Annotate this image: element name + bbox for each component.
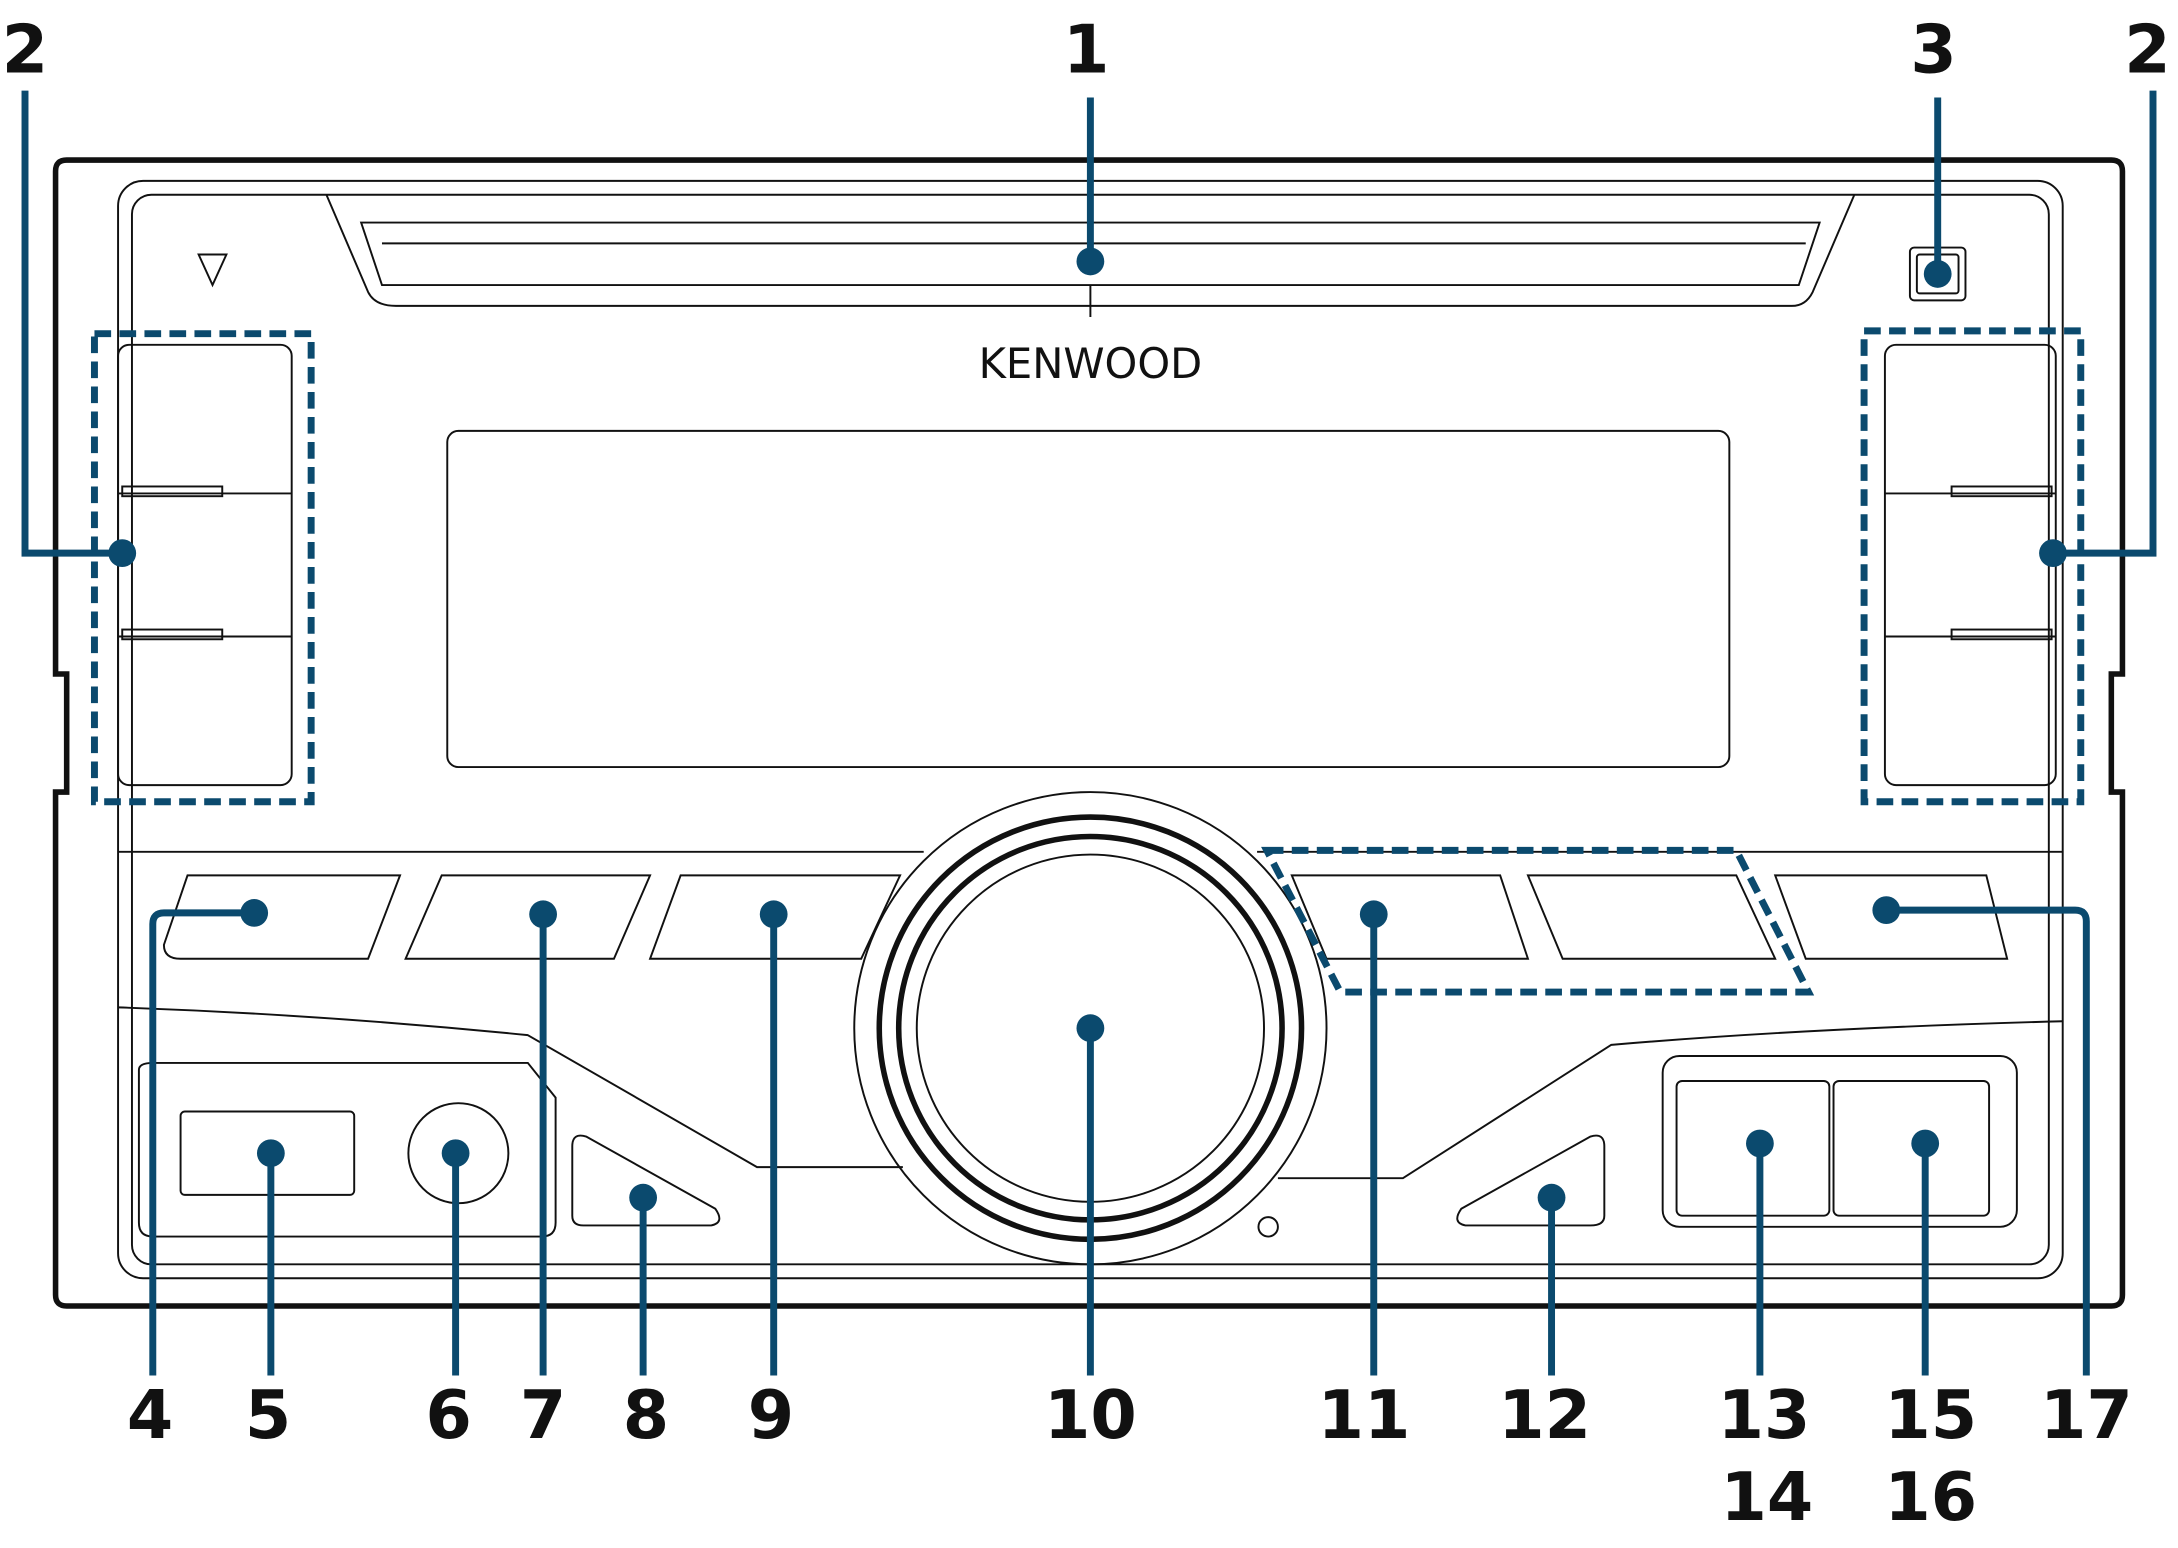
- callout-2-left: 2: [2, 11, 48, 89]
- callout-15: 15: [1884, 1376, 1977, 1454]
- callout-11: 11: [1318, 1376, 1411, 1454]
- callout-4: 4: [127, 1376, 173, 1454]
- callout-3: 3: [1910, 11, 1956, 89]
- callout-9: 9: [748, 1376, 794, 1454]
- top-row-buttons[interactable]: [162, 874, 2009, 960]
- callout-13: 13: [1718, 1376, 1811, 1454]
- callout-5: 5: [245, 1376, 291, 1454]
- brand-logo: KENWOOD: [979, 339, 1203, 388]
- mic-hole: [1257, 1216, 1279, 1238]
- lower-right-buttons[interactable]: [1661, 1055, 2018, 1228]
- callout-14: 14: [1720, 1458, 1813, 1536]
- disc-slot: [325, 194, 1856, 307]
- callout-16: 16: [1884, 1458, 1977, 1536]
- callout-1: 1: [1063, 11, 1109, 89]
- callout-7: 7: [520, 1376, 566, 1454]
- left-preset-buttons[interactable]: [117, 343, 293, 787]
- highlight-11: [1261, 846, 1815, 996]
- callout-2-right: 2: [2124, 11, 2170, 89]
- callout-6: 6: [425, 1376, 471, 1454]
- highlight-left-buttons: [90, 330, 315, 806]
- callout-8: 8: [623, 1376, 669, 1454]
- right-arrow-button[interactable]: [1456, 1134, 1606, 1227]
- right-preset-buttons[interactable]: [1883, 343, 2057, 787]
- highlight-right-buttons: [1860, 327, 2085, 806]
- callout-17: 17: [2040, 1376, 2133, 1454]
- eject-icon: [197, 253, 228, 288]
- callout-12: 12: [1498, 1376, 1591, 1454]
- left-arrow-button[interactable]: [571, 1134, 721, 1227]
- callout-lines: [21, 90, 2157, 1376]
- display-window: [446, 429, 1731, 769]
- callout-10: 10: [1044, 1376, 1137, 1454]
